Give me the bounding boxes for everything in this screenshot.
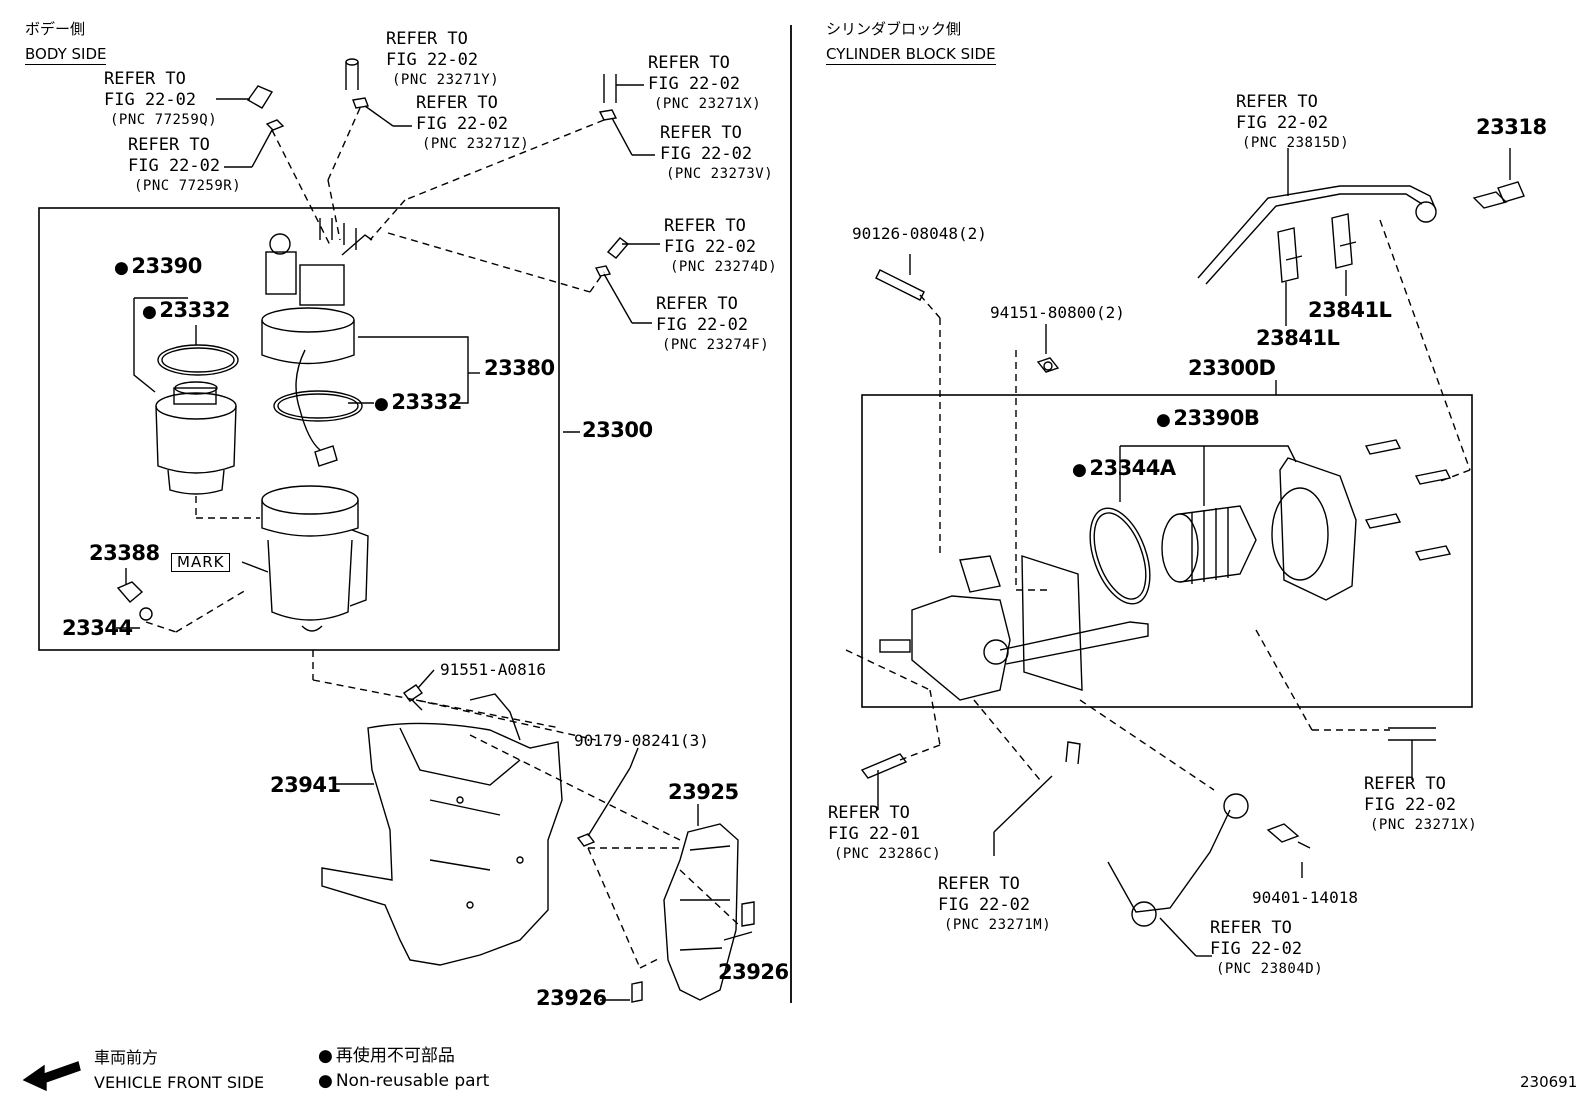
part-23380[interactable]: 23380 [484, 356, 555, 380]
bolt-91551-a0816 [402, 684, 424, 711]
front-arrow [22, 1061, 81, 1092]
part-23300[interactable]: 23300 [582, 418, 653, 442]
clip-23926-left [631, 981, 643, 1003]
hose-77259q [246, 85, 274, 109]
bracket-23941 [321, 693, 563, 966]
filter-element-23390b [1161, 505, 1257, 584]
hose-23271x-right [1388, 727, 1436, 741]
part-90179-08241[interactable]: 90179-08241(3) [574, 731, 709, 750]
stud-90126-08048 [875, 269, 925, 301]
clip-23926-right [741, 901, 755, 927]
part-23926-right[interactable]: 23926 [718, 960, 789, 984]
part-91551-a0816[interactable]: 91551-A0816 [440, 660, 546, 679]
mark-label: MARK [171, 553, 231, 572]
cover-bolt [1414, 469, 1452, 485]
clip-77259r [265, 119, 285, 131]
clip-23271z [352, 97, 369, 109]
assembly-box-23300 [38, 207, 560, 651]
part-23390[interactable]: 23390 [114, 256, 202, 277]
pipe-23804d [1107, 793, 1249, 927]
nut-90179-08241 [576, 833, 596, 847]
part-23332-upper[interactable]: 23332 [142, 300, 230, 321]
vehicle-front-jp: 車両前方 [94, 1048, 159, 1067]
hose-23274d [606, 237, 630, 259]
clip-23274f [594, 265, 612, 277]
cover-bolt [1364, 513, 1402, 529]
o-ring-23344 [139, 607, 153, 621]
filter-head-23380 [261, 218, 373, 451]
assembly-box-23300D [861, 394, 1473, 708]
part-23300d[interactable]: 23300D [1188, 356, 1276, 380]
clamp-23841l-left [1277, 227, 1303, 283]
part-23925[interactable]: 23925 [668, 780, 739, 804]
cover-bolt [1364, 439, 1402, 455]
part-90401-14018[interactable]: 90401-14018 [1252, 888, 1358, 907]
part-23390b[interactable]: 23390B [1156, 408, 1260, 429]
filter-element-23390 [155, 381, 237, 495]
part-23388[interactable]: 23388 [89, 541, 160, 565]
part-23318[interactable]: 23318 [1476, 115, 1547, 139]
non-reusable-jp: 再使用不可部品 [318, 1048, 455, 1065]
part-23841l-right[interactable]: 23841L [1308, 298, 1392, 322]
part-23926-left[interactable]: 23926 [536, 986, 607, 1010]
part-23332-lower[interactable]: 23332 [374, 392, 462, 413]
part-23344a[interactable]: 23344A [1072, 458, 1176, 479]
hose-23271m [1065, 741, 1081, 765]
sensor-connector [314, 445, 338, 467]
clip-23273v [598, 109, 618, 121]
nut-94151-80800 [1036, 357, 1060, 373]
protector-23925 [663, 823, 739, 1001]
cylinder-side-header-jp: シリンダブロック側 [826, 20, 962, 38]
pipe-23815d [1197, 185, 1437, 279]
part-23344[interactable]: 23344 [62, 616, 133, 640]
bolt-23318 [1472, 181, 1525, 209]
body-side-header-jp: ボデー側 [25, 20, 86, 38]
o-ring-23332-upper [157, 344, 239, 376]
gasket-23344a [1089, 507, 1151, 605]
filter-bowl [261, 485, 369, 632]
part-23941[interactable]: 23941 [270, 773, 341, 797]
body-side-header: BODY SIDE [25, 45, 107, 65]
clamp-23841l-right [1331, 213, 1357, 269]
union-bolt-90401 [1266, 823, 1311, 849]
filter-cover [1271, 457, 1357, 601]
o-ring-23332-lower [273, 390, 363, 422]
part-23841l-left[interactable]: 23841L [1256, 326, 1340, 350]
non-reusable-label: Non-reusable part [318, 1073, 489, 1090]
cover-bolt [1414, 545, 1452, 561]
part-94151-80800[interactable]: 94151-80800(2) [990, 303, 1125, 322]
filter-housing-23300d [879, 555, 1149, 701]
vehicle-front-label: VEHICLE FRONT SIDE [94, 1073, 265, 1092]
part-90126-08048[interactable]: 90126-08048(2) [852, 224, 987, 243]
figure-id: 230691 [1520, 1073, 1578, 1091]
hose-23286c [860, 753, 908, 779]
cylinder-side-header: CYLINDER BLOCK SIDE [826, 45, 996, 65]
drain-plug-23388 [116, 581, 144, 603]
